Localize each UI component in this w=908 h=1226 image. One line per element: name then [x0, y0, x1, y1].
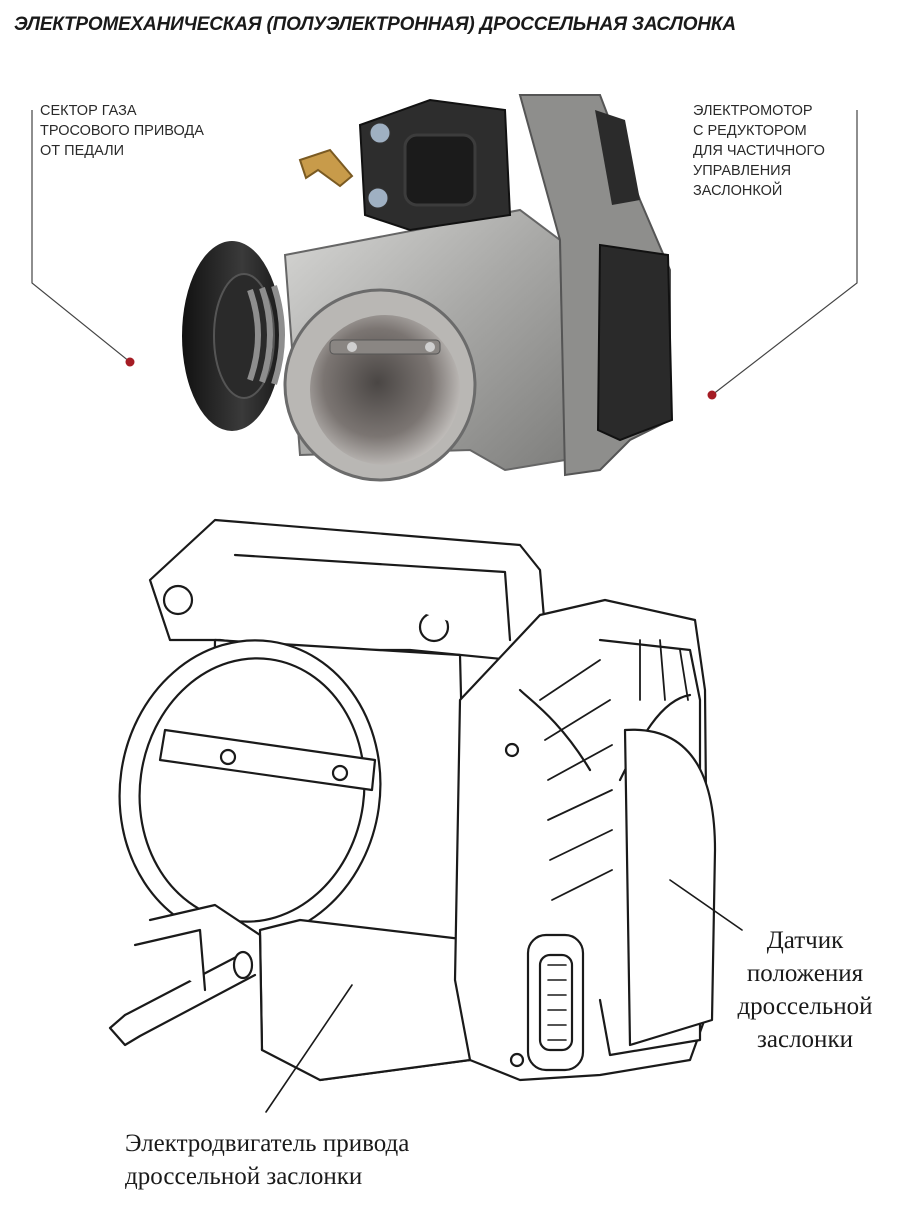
- drive-motor: [258, 918, 472, 1082]
- callout-line: ДЛЯ ЧАСТИЧНОГО: [693, 143, 825, 159]
- callout-leaders: [31, 110, 858, 400]
- motor-leader: [265, 984, 353, 1113]
- label-throttle-position-sensor: Датчик положения дроссельной заслонки: [715, 924, 895, 1056]
- callout-electromotor: ЭЛЕКТРОМОТОР С РЕДУКТОРОМ ДЛЯ ЧАСТИЧНОГО…: [693, 101, 825, 201]
- callout-line: ЗАСЛОНКОЙ: [693, 183, 783, 199]
- motor-cover: [596, 243, 674, 442]
- return-spring: [247, 285, 285, 385]
- vacuum-nipple: [298, 148, 354, 188]
- label-line: дроссельной заслонки: [125, 1163, 363, 1190]
- callout-cable-sector: СЕКТОР ГАЗА ТРОСОВОГО ПРИВОДА ОТ ПЕДАЛИ: [40, 101, 204, 161]
- label-line: Датчик: [766, 927, 844, 954]
- callout-line: ОТ ПЕДАЛИ: [40, 143, 125, 159]
- sensor-leader: [669, 879, 743, 931]
- page-title: ЭЛЕКТРОМЕХАНИЧЕСКАЯ (ПОЛУЭЛЕКТРОННАЯ) ДР…: [14, 14, 736, 35]
- throttle-body-photo: [182, 94, 674, 482]
- callout-line: ЭЛЕКТРОМОТОР: [693, 103, 813, 119]
- label-line: положения: [746, 960, 864, 987]
- drawing-nipple: [108, 953, 257, 1047]
- label-line: дроссельной: [737, 993, 873, 1020]
- label-line: заслонки: [757, 1026, 853, 1053]
- marker-dot: [125, 357, 135, 367]
- label-throttle-drive-motor: Электродвигатель привода дроссельной зас…: [125, 1127, 409, 1193]
- callout-line: УПРАВЛЕНИЯ: [693, 163, 792, 179]
- throttle-body-drawing: [108, 518, 743, 1113]
- callout-line: СЕКТОР ГАЗА: [40, 103, 137, 119]
- callout-line: ТРОСОВОГО ПРИВОДА: [40, 123, 204, 139]
- marker-dot: [707, 390, 717, 400]
- tps-cover: [623, 728, 717, 1047]
- callout-line: С РЕДУКТОРОМ: [693, 123, 807, 139]
- label-line: Электродвигатель привода: [125, 1130, 410, 1157]
